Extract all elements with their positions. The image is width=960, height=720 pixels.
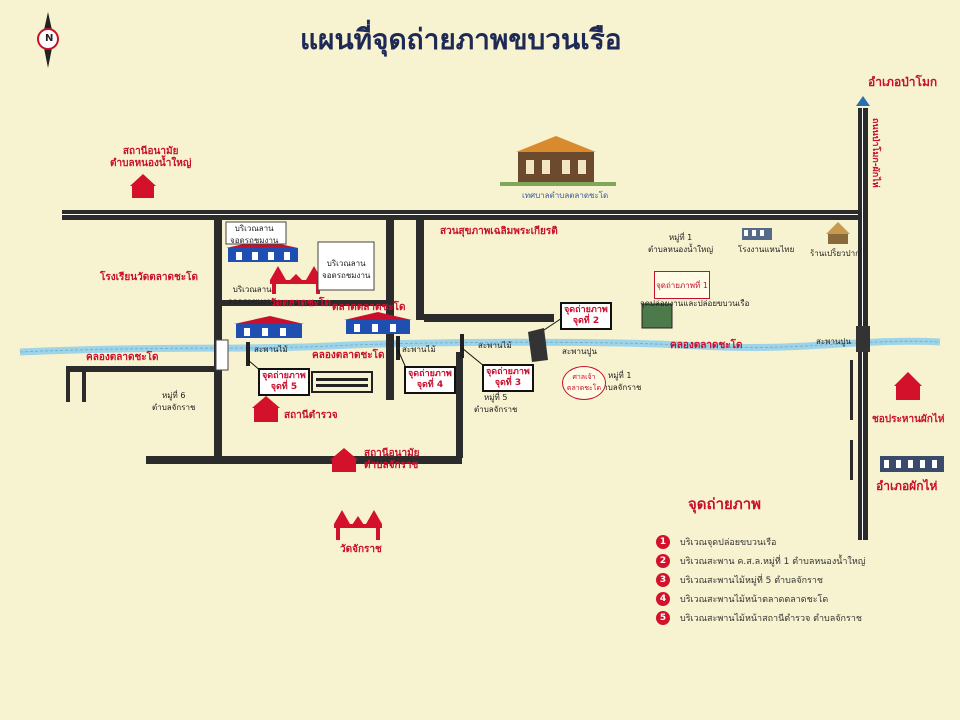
legend-num-icon: 2 — [656, 554, 670, 568]
label-canal-right: คลองตลาดชะโด — [670, 340, 743, 351]
photo-point-3: จุดถ่ายภาพ จุดที่ 3 — [482, 364, 534, 392]
road-mid-v — [386, 220, 394, 400]
road-right-v — [456, 352, 463, 458]
label-canal-left: คลองตลาดชะโด — [86, 352, 159, 363]
point1-bubble: จุดถ่ายภาพที่ 1 — [654, 271, 710, 299]
legend-text: บริเวณสะพานไม้หน้าตลาดตลาดชะโด — [680, 595, 829, 605]
building-hall-2 — [234, 316, 304, 338]
house-icon-health-chakkarat — [330, 448, 358, 472]
label-health-nongnamyai: สถานีอนามัย ตำบลหนองน้ำใหญ่ — [110, 146, 192, 169]
north-arrow-icon — [37, 12, 59, 68]
north-label: N — [45, 33, 54, 44]
label-village1-chakkarat: หมู่ที่ 1 ตำบลจักราช — [598, 371, 642, 392]
label-amphoe-pamok: อำเภอป่าโมก — [868, 75, 938, 89]
label-parking-3: บริเวณลาน จอดรถชมงาน — [322, 259, 371, 280]
label-police: สถานีตำรวจ — [284, 410, 338, 421]
label-concrete-bridge-1: สะพานปูน — [562, 347, 597, 356]
label-wood-bridge-3: สะพานไม้ — [478, 341, 512, 350]
legend-row-3: 3 บริเวณสะพานไม้หมู่ที่ 5 ตำบลจักราช — [656, 572, 823, 588]
road-lower-right — [850, 360, 853, 420]
legend-text: บริเวณสะพาน ค.ส.ล.หมู่ที่ 1 ตำบลหนองน้ำใ… — [680, 557, 866, 567]
label-village1-nongnamyai: หมู่ที่ 1 ตำบลหนองน้ำใหญ่ — [648, 233, 714, 254]
house-icon-police — [252, 396, 280, 422]
map-title: แผนที่จุดถ่ายภาพขบวนเรือ — [300, 23, 622, 56]
house-icon-health-nongnamyai — [130, 174, 156, 198]
road-left-canal — [66, 366, 216, 372]
label-wood-bridge-1: สะพานไม้ — [254, 345, 288, 354]
temple-icon-talatchado — [270, 266, 322, 294]
bridge-wood-5 — [246, 342, 250, 366]
legend-num-icon: 1 — [656, 535, 670, 549]
building-restaurant — [826, 222, 850, 244]
label-thai-mill: โรงงานแหนไทย — [738, 245, 795, 254]
bridge-wood-3 — [460, 334, 464, 358]
temple-icon-chakkarat — [334, 510, 382, 540]
building-market — [344, 312, 412, 334]
bridge-wood-4 — [396, 336, 400, 360]
legend-row-4: 4 บริเวณสะพานไม้หน้าตลาดตลาดชะโด — [656, 591, 828, 607]
bridge-concrete-main — [856, 326, 870, 352]
label-amphoe-pakhai: อำเภอผักไห่ — [876, 479, 938, 493]
label-wat-talatchado: วัดตลาดชะโด — [270, 298, 331, 309]
label-park: สวนสุขภาพเฉลิมพระเกียรติ — [440, 226, 558, 237]
canal-river-edge — [19, 340, 941, 353]
label-restaurant: ร้านเปร็ยวปาก — [810, 249, 860, 258]
label-school: โรงเรียนวัดตลาดชะโด — [100, 272, 198, 283]
legend-text: บริเวณสะพานไม้หมู่ที่ 5 ตำบลจักราช — [680, 576, 824, 586]
label-canal-mid: คลองตลาดชะโด — [312, 350, 385, 361]
label-release-point: จุดปล่อยงานและปล่อยขบวนเรือ — [640, 299, 750, 308]
building-pakhai — [880, 456, 944, 472]
photo-point-2: จุดถ่ายภาพ จุดที่ 2 — [560, 302, 612, 330]
road-diag — [424, 314, 554, 322]
leader-lines — [247, 317, 563, 373]
house-icon-pakhai — [894, 372, 922, 400]
label-wat-chakkarat: วัดจักราช — [340, 544, 382, 555]
label-pamok-road: ถนนป่าโมก-ผักไห่ — [870, 118, 880, 188]
legend-text: บริเวณสะพานไม้หน้าสถานีตำรวจ ตำบลจักราช — [680, 614, 863, 624]
road-ctr-v — [416, 220, 424, 320]
label-shrine: ศาลเจ้า ตลาดชะโด — [562, 366, 606, 400]
legend-num-icon: 3 — [656, 573, 670, 587]
label-health-pakhai: ชอประหานผักไห่ — [872, 414, 945, 425]
roads — [62, 108, 868, 540]
building-municipality — [500, 136, 616, 186]
legend-title: จุดถ่ายภาพ — [688, 495, 762, 513]
building-thai-mill — [742, 228, 772, 240]
parking-box-3 — [317, 241, 375, 291]
building-barges — [311, 371, 373, 393]
bridge-wood-left — [215, 339, 229, 371]
label-village6: หมู่ที่ 6 ตำบลจักราช — [152, 391, 196, 412]
legend-text: บริเวณจุดปล่อยขบวนเรือ — [680, 538, 777, 548]
label-health-chakkarat: สถานีอนามัย ตำบลจักราช — [364, 448, 420, 471]
arrow-up-icon — [856, 96, 870, 106]
label-market: ตลาดตลาดชะโด — [332, 302, 406, 313]
legend-num-icon: 5 — [656, 611, 670, 625]
label-village5: หมู่ที่ 5 ตำบลจักราช — [474, 393, 518, 414]
label-municipality: เทศบาลตำบลตลาดชะโด — [522, 191, 609, 200]
legend-num-icon: 4 — [656, 592, 670, 606]
release-point-photo — [641, 303, 673, 329]
legend-row-1: 1 บริเวณจุดปล่อยขบวนเรือ — [656, 534, 776, 550]
parking-box-1 — [225, 221, 287, 245]
legend-row-5: 5 บริเวณสะพานไม้หน้าสถานีตำรวจ ตำบลจักราช — [656, 610, 862, 626]
photo-point-5: จุดถ่ายภาพ จุดที่ 5 — [258, 368, 310, 396]
road-bottom-h — [146, 456, 462, 464]
road-school-h — [222, 300, 388, 306]
photo-point-4: จุดถ่ายภาพ จุดที่ 4 — [404, 366, 456, 394]
label-parking-1: บริเวณลาน จอดรถชมงาน — [230, 224, 279, 245]
legend-row-2: 2 บริเวณสะพาน ค.ส.ล.หมู่ที่ 1 ตำบลหนองน้ำ… — [656, 553, 865, 569]
label-parking-2: บริเวณลาน จอดรถชมงาน — [228, 285, 277, 306]
bridge-concrete-2 — [528, 328, 548, 362]
label-wood-bridge-2: สะพานไม้ — [402, 345, 436, 354]
label-concrete-bridge-2: สะพานปูน — [816, 337, 851, 346]
